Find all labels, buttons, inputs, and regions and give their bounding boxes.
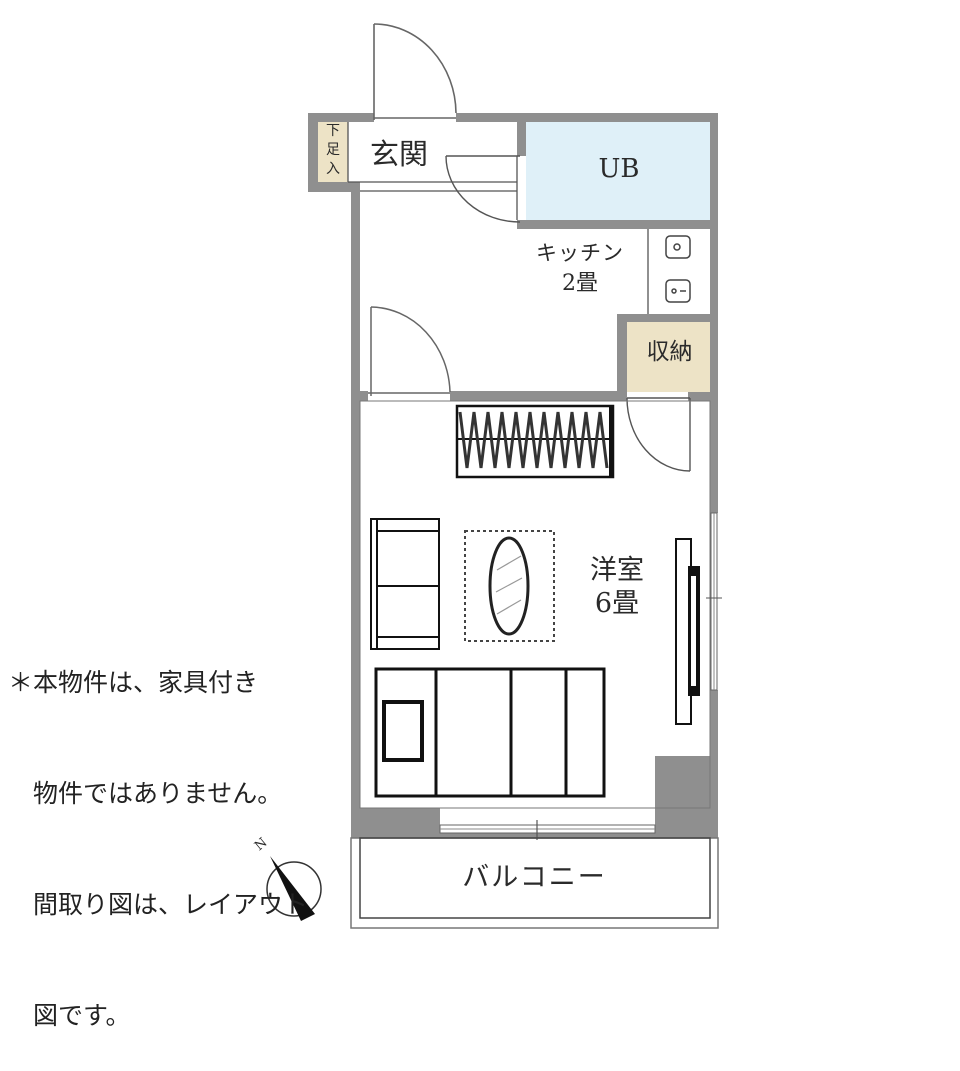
sofa — [370, 518, 440, 650]
getabako-fill — [318, 122, 348, 182]
right-window — [706, 512, 722, 691]
disclaimer-note: ＊本物件は、家具付き 物件ではありません。 間取り図は、レイアウト 図です。 — [8, 590, 308, 1071]
western-room-label-line1: 洋室 — [590, 555, 644, 586]
walls — [308, 113, 718, 838]
storage-fill — [627, 322, 712, 392]
stove-icon — [665, 235, 691, 303]
kitchen-label-line2: 2畳 — [562, 271, 598, 296]
genkan-label: 玄関 — [370, 137, 429, 171]
note-line: 図です。 — [8, 1001, 131, 1030]
balcony-outline — [350, 837, 719, 929]
note-line: 間取り図は、レイアウト — [8, 890, 309, 919]
getabako-char: 足 — [326, 142, 340, 158]
balcony-label: バルコニー — [462, 862, 607, 893]
ub-fill — [526, 122, 712, 220]
getabako-label: 下 足 入 — [319, 122, 347, 179]
north-arrow-icon — [266, 856, 322, 921]
getabako-char: 下 — [326, 123, 340, 139]
tv-board — [675, 538, 700, 725]
kitchen-label-line1: キッチン — [536, 241, 624, 265]
western-room-label-line2: 6畳 — [594, 588, 640, 619]
ub-label: UB — [598, 154, 640, 184]
note-line: ＊本物件は、家具付き — [8, 668, 259, 697]
bed — [374, 667, 606, 798]
getabako-char: 入 — [326, 161, 340, 177]
rug — [464, 530, 555, 642]
balcony-window — [439, 820, 656, 840]
floor-plan-drawing — [266, 23, 722, 929]
note-line: 物件ではありません。 — [8, 779, 283, 808]
ub-door — [445, 155, 521, 223]
closet-rack — [455, 404, 615, 479]
entrance-door — [373, 23, 457, 120]
storage-label: 収納 — [646, 339, 693, 365]
room-door — [368, 306, 451, 396]
storage-door — [626, 397, 691, 472]
